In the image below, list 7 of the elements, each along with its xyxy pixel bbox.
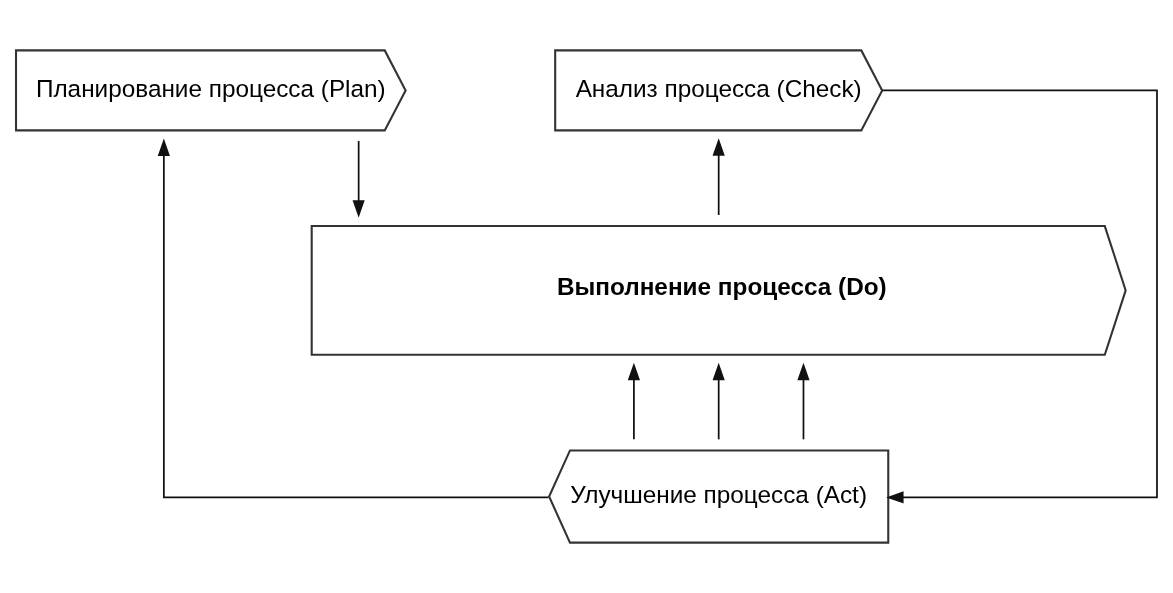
arrow bbox=[881, 89, 1158, 504]
arrow bbox=[712, 362, 725, 441]
arrow bbox=[627, 362, 640, 441]
arrow bbox=[352, 140, 365, 218]
arrow bbox=[712, 138, 725, 216]
arrow bbox=[797, 362, 810, 441]
arrow bbox=[157, 138, 550, 499]
